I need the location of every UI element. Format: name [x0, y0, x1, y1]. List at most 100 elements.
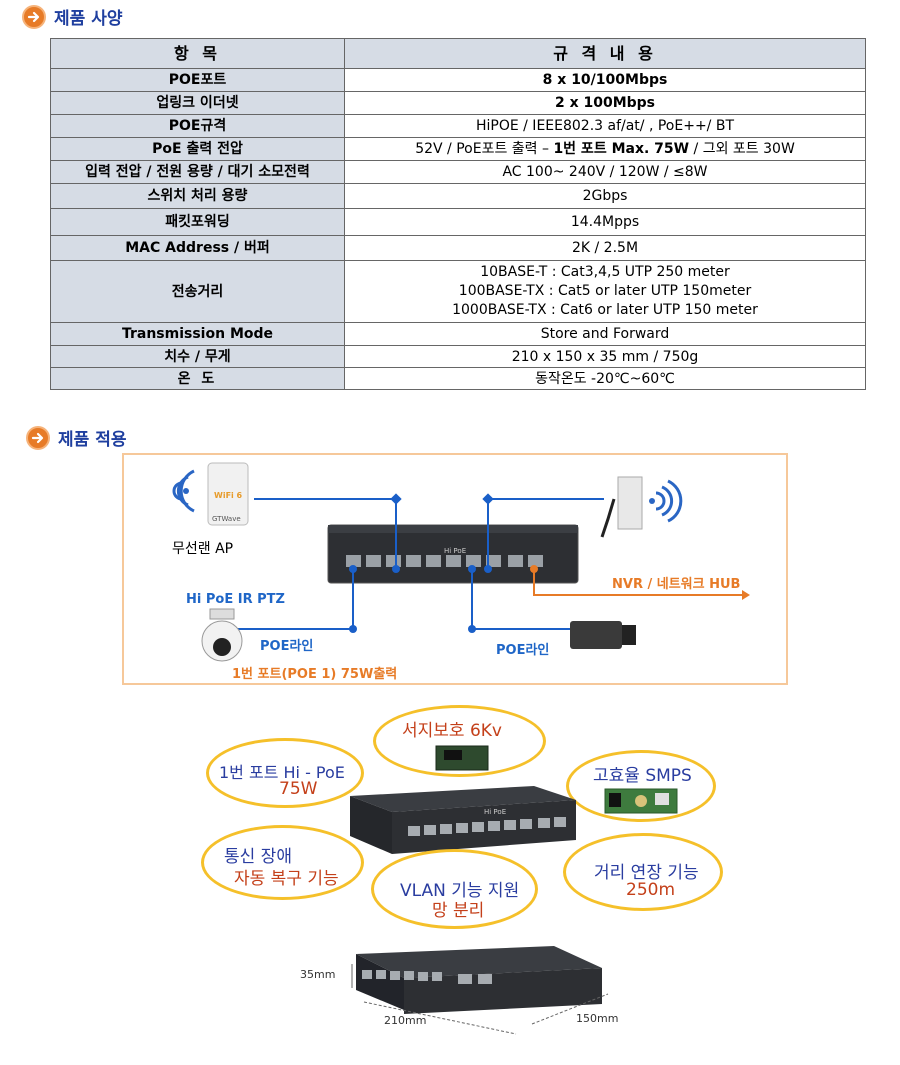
- row-key: MAC Address / 버퍼: [50, 235, 345, 261]
- depth-dim-line: [531, 993, 609, 1025]
- row-value: 동작온도 -20℃~60℃: [344, 367, 866, 390]
- row-key: 스위치 처리 용량: [50, 183, 345, 209]
- outdoor-ap-device: [617, 476, 643, 530]
- switch-top-face: [350, 786, 576, 812]
- spec-section-title: 제품 사양: [22, 4, 122, 29]
- ptz-camera-lens: [213, 638, 231, 656]
- link-dots: [349, 493, 494, 633]
- arrow-right-icon: [22, 4, 46, 29]
- row-key: 온 도: [50, 367, 345, 390]
- feature-bubble-port1: 1번 포트 Hi - PoE 75W: [206, 738, 364, 808]
- feature-vlan-line1: VLAN 기능 지원: [400, 881, 520, 901]
- distance-line: 100BASE-TX : Cat5 or later UTP 150meter: [458, 283, 752, 299]
- table-row: 업링크 이더넷 2 x 100Mbps: [50, 91, 866, 115]
- poe-line-left-label: POE라인: [260, 639, 314, 654]
- ap-brand-label: GTWave: [212, 515, 241, 523]
- dimension-drawing: [351, 946, 609, 1035]
- row-key: Transmission Mode: [50, 322, 345, 346]
- ap-badge-label: WiFi 6: [214, 491, 243, 500]
- switch-ports: [408, 817, 566, 836]
- feature-bubble-vlan: VLAN 기능 지원 망 분리: [371, 849, 538, 929]
- smps-board-icon: [604, 788, 678, 814]
- feature-surge-text: 서지보호 6Kv: [402, 721, 502, 741]
- switch-brand-label: Hi PoE: [444, 547, 467, 555]
- row-value: Store and Forward: [344, 322, 866, 346]
- table-row: 입력 전압 / 전원 용량 / 대기 소모전력 AC 100~ 240V / 1…: [50, 160, 866, 184]
- row-value: 2Gbps: [344, 183, 866, 209]
- wifi-signal-dot: [183, 488, 189, 494]
- feature-distance-line1: 거리 연장 기능: [594, 863, 699, 883]
- arrow-right-icon: [26, 425, 50, 450]
- table-row: 스위치 처리 용량 2Gbps: [50, 183, 866, 209]
- feature-switch-brand: Hi PoE: [484, 808, 507, 816]
- header-item: 항 목: [50, 38, 345, 69]
- nvr-label: NVR / 네트워크 HUB: [612, 577, 741, 592]
- switch-side-face: [350, 796, 392, 854]
- feature-bubble-smps: 고효율 SMPS: [566, 750, 716, 822]
- distance-line: 1000BASE-TX : Cat6 or later UTP 150 mete…: [452, 302, 758, 318]
- diagram-lines: [172, 462, 750, 662]
- table-row: POE포트 8 x 10/100Mbps: [50, 68, 866, 92]
- box-camera-lens: [622, 625, 636, 645]
- surge-module-icon: [435, 745, 489, 771]
- table-row: 온 도 동작온도 -20℃~60℃: [50, 367, 866, 390]
- switch-top-edge: [328, 525, 578, 533]
- poe-voltage-text: 52V / PoE포트 출력 –: [415, 141, 554, 157]
- feature-vlan-line2: 망 분리: [432, 901, 485, 921]
- outdoor-ap-mount: [600, 498, 616, 538]
- feature-bubble-distance: 거리 연장 기능 250m: [563, 833, 723, 911]
- row-value: AC 100~ 240V / 120W / ≤8W: [344, 160, 866, 184]
- ap-label: 무선랜 AP: [172, 541, 234, 557]
- table-row: PoE 출력 전압 52V / PoE포트 출력 – 1번 포트 Max. 75…: [50, 137, 866, 161]
- spec-section-label: 제품 사양: [54, 9, 123, 29]
- application-diagram: Hi PoE WiFi 6 GTWave 무선랜 AP Hi PoE IR PT…: [122, 453, 788, 685]
- feature-recovery-line2: 자동 복구 기능: [234, 869, 339, 889]
- row-key: POE규격: [50, 114, 345, 138]
- nvr-link-line: [533, 569, 742, 596]
- feature-port1-line1: 1번 포트 Hi - PoE: [219, 763, 345, 782]
- row-value: 52V / PoE포트 출력 – 1번 포트 Max. 75W / 그외 포트 …: [344, 137, 866, 161]
- row-key: 패킷포워딩: [50, 208, 345, 236]
- spec-table: 항 목 규 격 내 용 POE포트 8 x 10/100Mbps 업링크 이더넷…: [50, 38, 866, 390]
- dim-width-label: 210mm: [384, 1014, 427, 1027]
- table-row: MAC Address / 버퍼 2K / 2.5M: [50, 235, 866, 261]
- feature-recovery-line1: 통신 장애: [224, 847, 292, 867]
- feature-distance-line2: 250m: [626, 880, 676, 900]
- row-key: PoE 출력 전압: [50, 137, 345, 161]
- feature-switch-image: [350, 786, 576, 854]
- row-key: 업링크 이더넷: [50, 91, 345, 115]
- wifi-signal-dot: [649, 498, 655, 504]
- feature-bubble-surge: 서지보호 6Kv: [373, 705, 546, 777]
- row-value: 210 x 150 x 35 mm / 750g: [344, 345, 866, 368]
- nvr-arrow-icon: [742, 590, 750, 600]
- app-section-title: 제품 적용: [26, 425, 126, 450]
- row-value: HiPOE / IEEE802.3 af/at/ , PoE++/ BT: [344, 114, 866, 138]
- nvr-link-dot: [530, 565, 538, 573]
- poe-line-right-label: POE라인: [496, 643, 550, 658]
- row-value: 10BASE-T : Cat3,4,5 UTP 250 meter 100BAS…: [344, 260, 866, 323]
- row-value: 2 x 100Mbps: [344, 91, 866, 115]
- dim-switch-ports: [362, 970, 492, 984]
- row-key: 입력 전압 / 전원 용량 / 대기 소모전력: [50, 160, 345, 184]
- spec-header-row: 항 목 규 격 내 용: [50, 38, 866, 69]
- row-value: 14.4Mpps: [344, 208, 866, 236]
- box-camera-body: [570, 621, 622, 649]
- feature-bubble-recovery: 통신 장애 자동 복구 기능: [201, 825, 364, 900]
- width-dim-line: [363, 1001, 517, 1035]
- wifi-ap-device: [207, 462, 249, 526]
- feature-smps-text: 고효율 SMPS: [593, 766, 692, 786]
- row-value: 2K / 2.5M: [344, 235, 866, 261]
- feature-port1-line2: 75W: [279, 779, 318, 799]
- ptz-mount: [209, 608, 235, 620]
- app-section-label: 제품 적용: [58, 430, 127, 450]
- dim-height-label: 35mm: [300, 968, 336, 981]
- table-row: 전송거리 10BASE-T : Cat3,4,5 UTP 250 meter 1…: [50, 260, 866, 323]
- distance-line: 10BASE-T : Cat3,4,5 UTP 250 meter: [480, 264, 730, 280]
- dim-switch-top: [356, 946, 602, 978]
- row-key: 치수 / 무게: [50, 345, 345, 368]
- table-row: Transmission Mode Store and Forward: [50, 322, 866, 346]
- row-key: 전송거리: [50, 260, 345, 323]
- table-row: 치수 / 무게 210 x 150 x 35 mm / 750g: [50, 345, 866, 368]
- dim-switch-front: [404, 968, 602, 1014]
- row-value: 8 x 10/100Mbps: [344, 68, 866, 92]
